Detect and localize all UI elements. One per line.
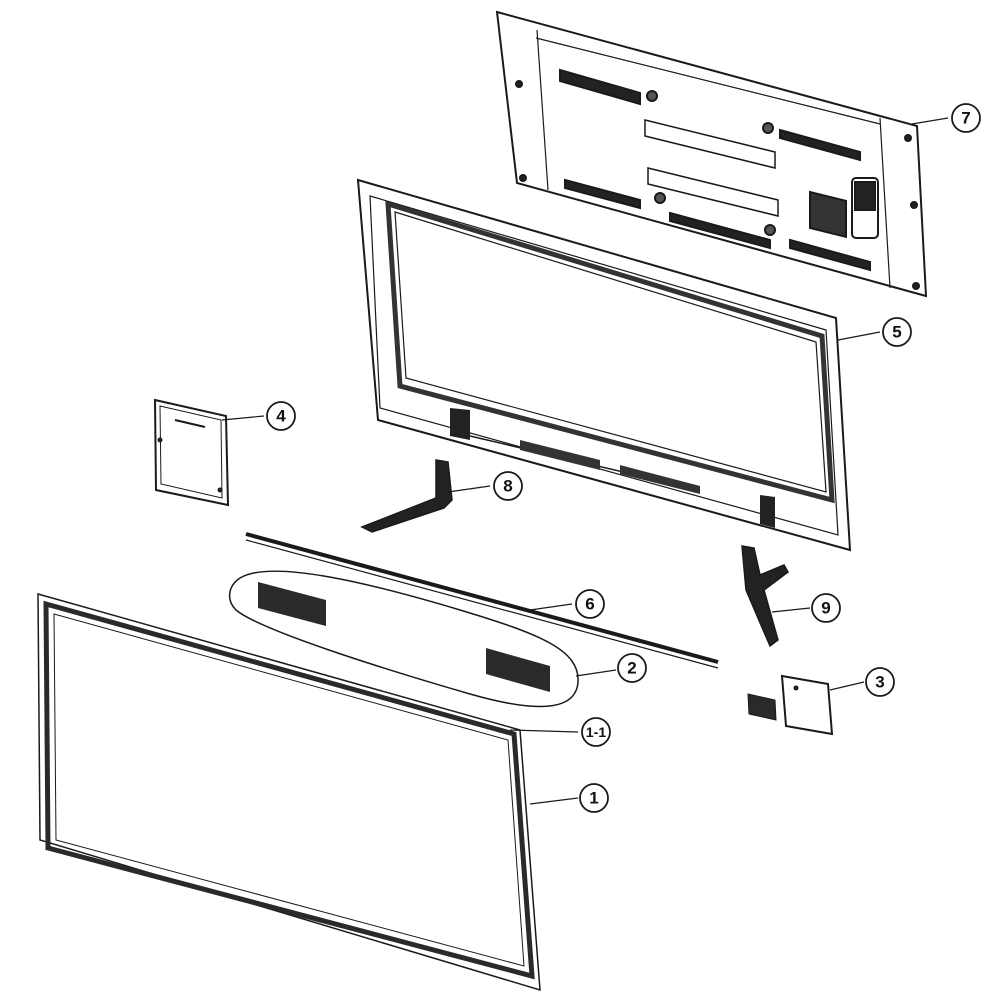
stand-left-part bbox=[360, 459, 453, 533]
rear-cover-part bbox=[495, 10, 928, 298]
panel-part bbox=[37, 593, 541, 992]
callout-8: 8 bbox=[493, 471, 523, 501]
small-board-part bbox=[153, 398, 230, 507]
callout-4: 4 bbox=[266, 401, 296, 431]
bracket-part bbox=[747, 674, 834, 736]
callout-9-label: 9 bbox=[821, 599, 830, 618]
callout-6: 6 bbox=[575, 589, 605, 619]
callout-1-1-label: 1-1 bbox=[586, 724, 606, 740]
callout-7: 7 bbox=[951, 103, 981, 133]
middle-frame-part bbox=[356, 178, 852, 552]
callout-3: 3 bbox=[865, 667, 895, 697]
callout-3-label: 3 bbox=[875, 673, 884, 692]
stand-right-part bbox=[741, 545, 789, 648]
callout-4-label: 4 bbox=[276, 407, 286, 426]
led-strip-part bbox=[245, 532, 719, 669]
callout-2-label: 2 bbox=[627, 659, 636, 678]
callout-1-1: 1-1 bbox=[581, 717, 611, 747]
callout-2: 2 bbox=[617, 653, 647, 683]
callout-5-label: 5 bbox=[892, 323, 901, 342]
callout-1: 1 bbox=[579, 783, 609, 813]
callout-1-label: 1 bbox=[589, 789, 598, 808]
callout-8-label: 8 bbox=[503, 477, 512, 496]
callout-7-label: 7 bbox=[961, 109, 970, 128]
speakers-part bbox=[228, 570, 579, 708]
callout-5: 5 bbox=[882, 317, 912, 347]
leader-lines bbox=[221, 117, 949, 805]
callout-9: 9 bbox=[811, 593, 841, 623]
callout-6-label: 6 bbox=[585, 595, 594, 614]
